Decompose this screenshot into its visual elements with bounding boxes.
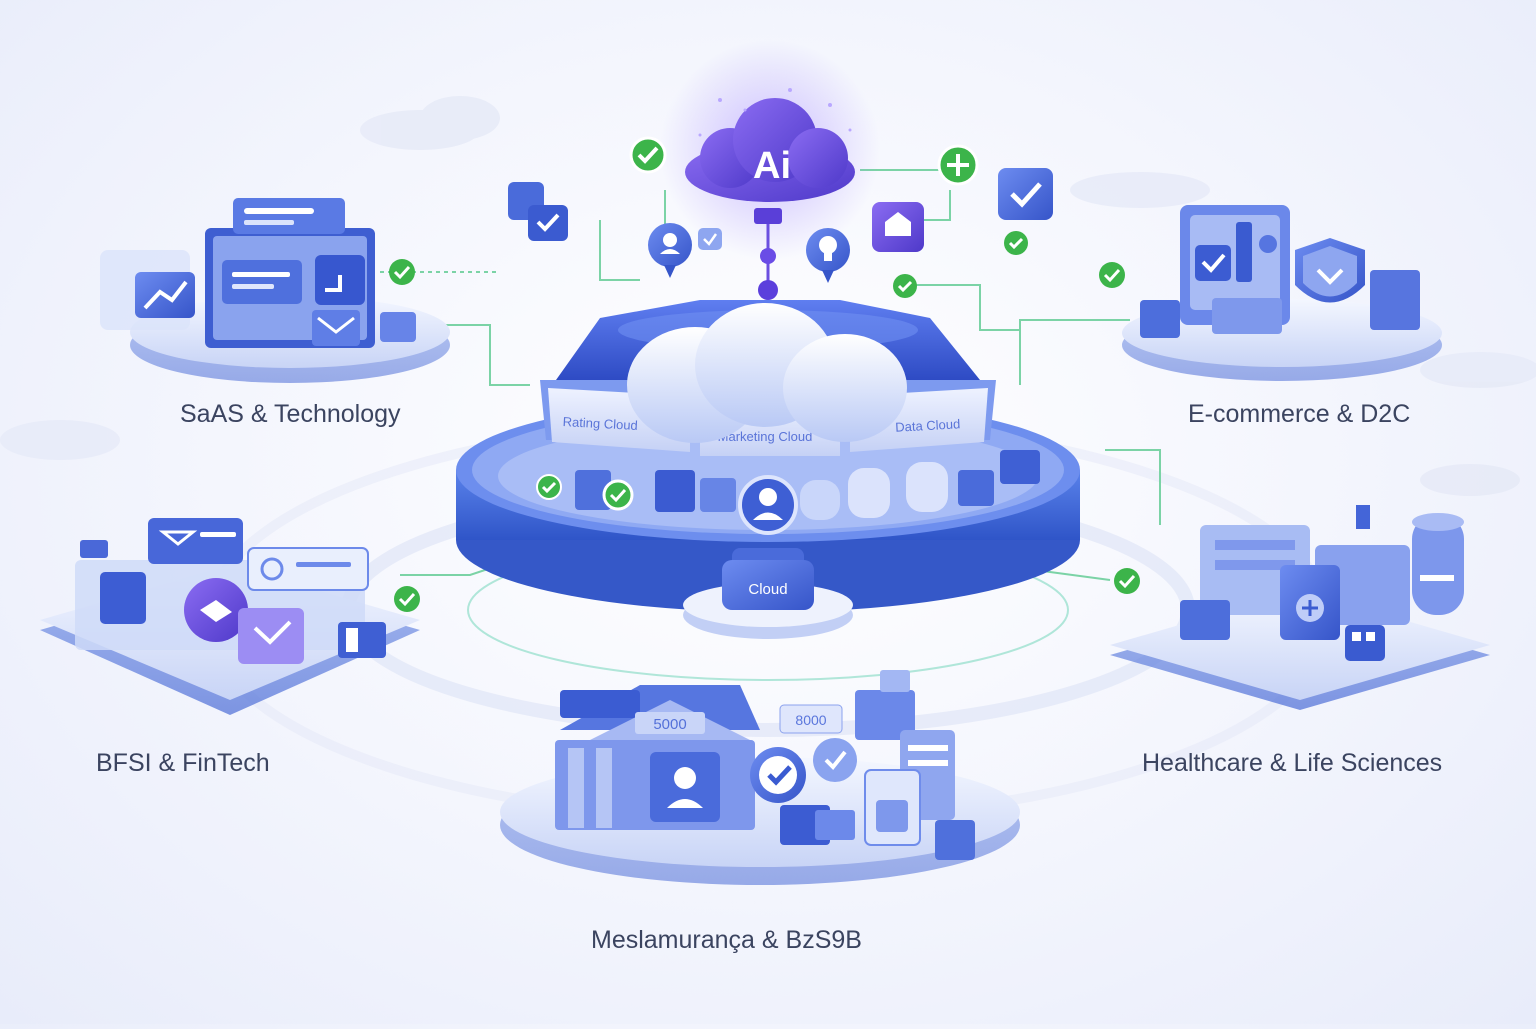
- industry-label-bfsi: BFSI & FinTech: [96, 749, 270, 777]
- check-icon: [389, 259, 415, 285]
- industry-label-saas: SaAS & Technology: [180, 400, 401, 428]
- bottom-platform: 5000 8000: [500, 670, 1020, 885]
- check-icon: [1004, 231, 1028, 255]
- tag-icon: [508, 182, 568, 241]
- segment-label-left: Rating Cloud: [562, 414, 638, 433]
- check-icon: [893, 274, 917, 298]
- user-pin-icon: [648, 223, 692, 278]
- chat-check-icon: [698, 228, 722, 250]
- saas-platform: [100, 198, 450, 383]
- add-icon: [937, 144, 979, 186]
- cloud-domes: [627, 303, 907, 443]
- connection-lines: [380, 169, 1161, 581]
- check-icon: [394, 586, 420, 612]
- segment-label-right: Data Cloud: [895, 416, 961, 434]
- base-cloud-label: Cloud: [748, 581, 787, 598]
- user-node-icon: [738, 475, 798, 535]
- check-icon: [629, 136, 667, 174]
- ai-cluster: Ai: [508, 40, 1053, 300]
- lightbulb-icon: [806, 228, 850, 283]
- healthcare-platform: [1110, 505, 1490, 710]
- bank-sign: [635, 712, 705, 734]
- sparkle-dots: [698, 88, 852, 137]
- segment-label-center: Marketing Cloud: [718, 429, 813, 444]
- check-icon: [536, 474, 562, 500]
- bank-board-text: 8000: [795, 712, 826, 728]
- bank-sign-text: 5000: [653, 716, 686, 733]
- industry-label-ecommerce: E-commerce & D2C: [1188, 400, 1411, 428]
- checkbox-icon: [998, 168, 1053, 220]
- server-stacks: [575, 450, 1040, 520]
- ecommerce-platform: [1099, 205, 1442, 381]
- check-icon: [1099, 262, 1125, 288]
- check-icon: [602, 479, 634, 511]
- industry-label-healthcare: Healthcare & Life Sciences: [1142, 749, 1443, 777]
- ai-cloud-icon: Ai: [685, 98, 855, 202]
- check-icon: [1114, 568, 1140, 594]
- bfsi-platform: [40, 518, 420, 715]
- ai-badge-text: Ai: [753, 145, 791, 187]
- industry-label-bottom: Meslamurança & BzS9B: [591, 926, 862, 954]
- home-icon: [872, 202, 924, 252]
- background-clouds: [0, 96, 1536, 496]
- central-hub: Rating Cloud Marketing Cloud Data Cloud …: [456, 300, 1080, 639]
